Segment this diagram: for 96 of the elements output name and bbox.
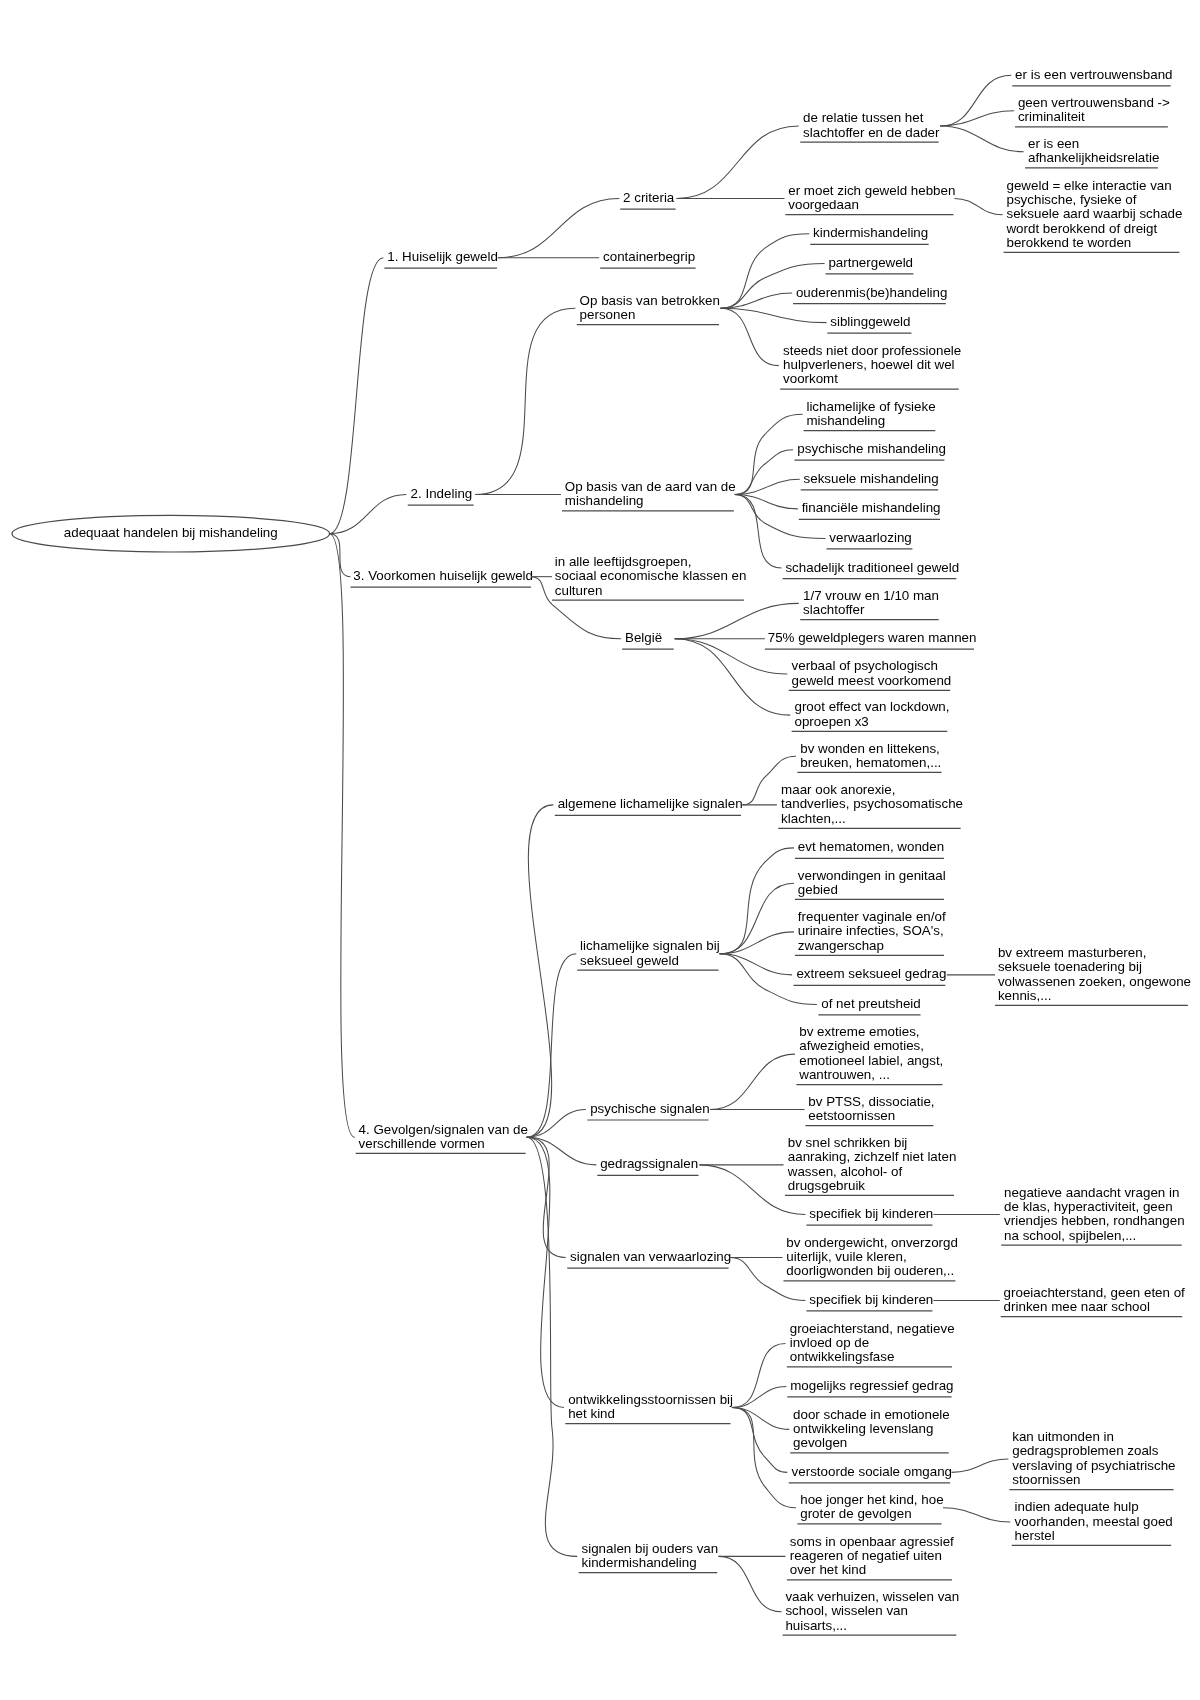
node-text: negatieve aandacht vragen in de klas, hyperactiviteit, geen vriendjes hebben, rondhangen na school, spijbelen,...: [1004, 1184, 1185, 1243]
node-text: seksuele mishandeling: [803, 470, 939, 486]
node-text: verwaarlozing: [829, 529, 912, 545]
node-text: mogelijks regressief gedrag: [790, 1377, 954, 1393]
connector: [474, 494, 562, 496]
connector: [674, 638, 791, 716]
node-text: verstoorde sociale omgang: [791, 1463, 953, 1479]
node-text: maar ook anorexie, tandverlies, psychosomatische klachten,...: [781, 782, 964, 826]
node-text: 1. Huiselijk geweld: [387, 249, 498, 265]
node-text: Op basis van de aard van de mishandeling: [564, 478, 736, 509]
node-text: kan uitmonden in gedragsproblemen zoals verslaving of psychiatrische stoornissen: [1012, 1429, 1176, 1488]
node-text: soms in openbaar agressief reageren of negatief uiten over het kind: [789, 1533, 954, 1578]
node-text: er is een vertrouwensband: [1015, 66, 1173, 82]
node-text: groeiachterstand, negatieve invloed op de ontwikkelingsfase: [789, 1320, 955, 1365]
node-text: lichamelijke signalen bij seksueel geweld: [580, 938, 720, 968]
node-text: of net preutsheid: [821, 995, 921, 1011]
connector: [734, 494, 783, 569]
connector: [526, 804, 554, 1138]
node-text: Op basis van betrokken personen: [579, 292, 720, 323]
connector: [698, 1164, 806, 1216]
node-text: in alle leeftijdsgroepen, sociaal economische klassen en culturen: [554, 553, 747, 598]
node-text: algemene lichamelijke signalen: [557, 796, 743, 812]
node-text: bv ondergewicht, onverzorgd uiterlijk, vuile kleren, doorligwonden bij ouderen,..: [786, 1234, 958, 1279]
node-text: 4. Gevolgen/signalen van de verschillende vormen: [358, 1121, 528, 1151]
connector: [719, 953, 818, 1005]
node-text: verbaal of psychologisch geweld meest voorkomend: [791, 658, 952, 688]
node-text: containerbegrip: [603, 249, 696, 265]
node-text: bv extreme emoties, afwezigheid emoties, emotioneel labiel, angst, wantrouwen, ...: [799, 1024, 944, 1083]
connector: [719, 233, 810, 309]
connector: [741, 804, 778, 806]
connector: [709, 1108, 806, 1111]
connector: [497, 198, 620, 259]
connector: [676, 125, 800, 200]
node-text: er moet zich geweld hebben voorgedaan: [788, 182, 956, 213]
node-text: frequenter vaginale en/of urinaire infecties, SOA's, zwangerschap: [797, 909, 946, 953]
node-text: extreem seksueel gedrag: [796, 966, 947, 982]
node-ellipse: adequaat handelen bij mishandeling: [11, 514, 331, 553]
node-text: bv PTSS, dissociatie, eetstoornissen: [808, 1093, 935, 1124]
connector: [676, 198, 785, 200]
node-text: bv wonden en littekens, breuken, hematomen,...: [800, 740, 942, 770]
node-text: 3. Voorkomen huiselijk geweld: [353, 568, 534, 584]
node-text: kindermishandeling: [813, 225, 929, 241]
node-text: lichamelijke of fysieke mishandeling: [806, 398, 936, 429]
node-text: psychische signalen: [590, 1101, 710, 1117]
connector: [932, 1299, 1001, 1301]
node-text: partnergeweld: [828, 254, 914, 270]
node-text: verwondingen in genitaal gebied: [797, 867, 946, 897]
connector: [951, 1458, 1009, 1473]
connector: [932, 1214, 1001, 1216]
node-text: vaak verhuizen, wisselen van school, wisselen van huisarts,...: [785, 1588, 960, 1633]
node-text: 75% geweldplegers waren mannen: [767, 630, 977, 646]
node-text: specifiek bij kinderen: [809, 1292, 934, 1308]
connector: [328, 533, 356, 1138]
node-text: geen vertrouwensband -> criminaliteit: [1017, 95, 1170, 125]
node-text: bv extreem masturberen, seksuele toenadering bij volwassenen zoeken, ongewone kennis,...: [997, 944, 1191, 1003]
node-text: 2 criteria: [623, 190, 675, 206]
node-text: gedragssignalen: [600, 1156, 699, 1172]
node-text: financiële mishandeling: [801, 500, 941, 516]
connector: [526, 1108, 587, 1138]
connector: [328, 257, 384, 535]
node-text: ouderenmis(be)handeling: [795, 284, 948, 300]
node-text: hoe jonger het kind, hoe groter de gevolgen: [800, 1492, 944, 1522]
connector: [328, 533, 351, 578]
node-text: er is een afhankelijkheidsrelatie: [1027, 136, 1160, 166]
node-text: signalen bij ouders van kindermishandeling: [581, 1540, 719, 1571]
node-text: siblinggeweld: [830, 314, 911, 330]
connector: [942, 1507, 1011, 1523]
connector: [497, 257, 600, 259]
node-text: psychische mishandeling: [797, 441, 946, 457]
node-text: 1/7 vrouw en 1/10 man slachtoffer: [803, 587, 939, 618]
node-text: evt hematomen, wonden: [797, 839, 945, 855]
node-text: de relatie tussen het slachtoffer en de dader: [803, 110, 940, 140]
node-text: door schade in emotionele ontwikkeling levenslang gevolgen: [793, 1406, 950, 1451]
node-text: 2. Indeling: [410, 486, 473, 502]
connector: [953, 198, 1004, 216]
node-text: geweld = elke interactie van psychische, fysieke of seksuele aard waarbij schade wordt berokkend of dreigt berokkend te worden: [1006, 177, 1183, 250]
node-text: signalen van verwaarlozing: [570, 1249, 732, 1265]
node-text: bv snel schrikken bij aanraking, zichzelf niet laten wassen, alcohol- of drugsgebruik: [787, 1134, 957, 1193]
connector: [729, 1257, 806, 1301]
node-text: schadelijk traditioneel geweld: [785, 559, 960, 575]
node-text: indien adequate hulp voorhanden, meestal goed herstel: [1014, 1499, 1173, 1543]
connector: [741, 755, 797, 806]
node-text: ontwikkelingsstoornissen bij het kind: [568, 1391, 734, 1422]
node-text: specifiek bij kinderen: [809, 1206, 934, 1222]
node-text: groot effect van lockdown, oproepen x3: [794, 699, 950, 729]
connector: [526, 1136, 578, 1557]
node-text: België: [624, 630, 663, 646]
node-text: groeiachterstand, geen eten of drinken mee naar school: [1003, 1284, 1185, 1315]
node-text: steeds niet door professionele hulpverleners, hoewel dit wel voorkomt: [783, 342, 962, 387]
connector: [474, 307, 576, 496]
connector: [718, 1555, 783, 1613]
connector: [939, 125, 1025, 153]
connector: [530, 576, 622, 640]
connector: [946, 974, 996, 976]
connector: [719, 307, 780, 367]
connector: [731, 1406, 797, 1509]
